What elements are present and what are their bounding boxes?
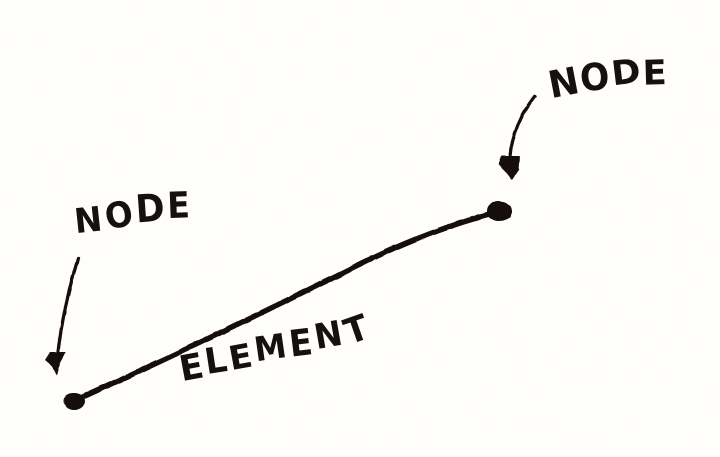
arrow-to-node-right: [498, 94, 537, 180]
node-left-dot: [64, 393, 85, 410]
arrow-to-node-left: [45, 256, 80, 376]
element-line: [73, 209, 501, 403]
node-right-dot: [487, 201, 512, 221]
